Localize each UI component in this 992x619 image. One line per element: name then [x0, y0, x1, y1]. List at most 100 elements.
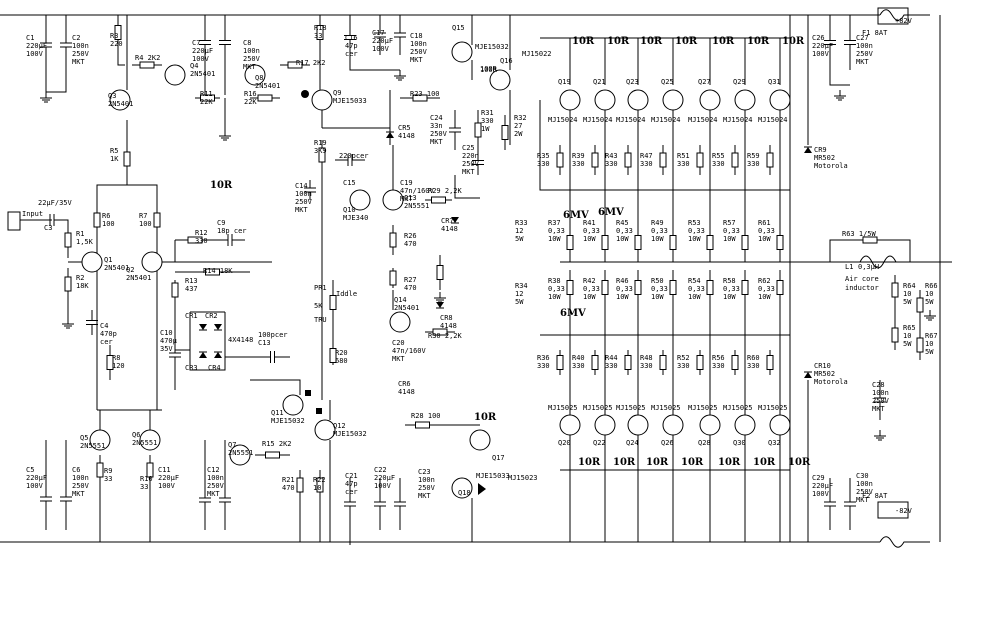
diode — [451, 217, 459, 223]
label-r31: 330 — [481, 117, 494, 125]
resistor — [591, 152, 599, 168]
transistor — [164, 64, 186, 86]
label-q8: Q8 — [255, 74, 263, 82]
diode — [804, 147, 812, 153]
label-cr3: CR3 — [185, 364, 198, 372]
resistor — [316, 25, 324, 40]
wire — [250, 379, 301, 395]
label-cr8: 4148 — [440, 322, 457, 330]
upper-part: MJ15024 — [616, 116, 646, 124]
label-c19: MKT — [400, 195, 413, 203]
resistor — [741, 280, 749, 295]
wire — [879, 536, 930, 548]
input-cap-ref: C3 — [44, 224, 52, 232]
lower-rb: R48 — [640, 354, 653, 362]
lower-part: MJ15025 — [616, 404, 646, 412]
label-q6: 2N5551 — [132, 439, 157, 447]
transistor — [109, 89, 131, 111]
lower-rew: 10W — [758, 293, 771, 301]
label-cr8: CR8 — [440, 314, 453, 322]
resistor — [766, 152, 774, 168]
wire — [46, 75, 67, 93]
label-q1: 2N5401 — [104, 264, 129, 272]
drv-r: 100R — [480, 65, 498, 73]
label-c25: MKT — [462, 168, 475, 176]
transistor — [89, 429, 111, 451]
lower-base-r: 10R — [646, 457, 669, 468]
l1-value: 0,3μH — [858, 263, 879, 271]
lower-re: R46 — [616, 277, 629, 285]
label-c18: 250V — [410, 48, 428, 56]
lower-rbv: 330 — [747, 362, 760, 370]
lower-rew: 10W — [723, 293, 736, 301]
transistor — [662, 414, 684, 436]
upper-q: Q25 — [661, 78, 674, 86]
resistor — [329, 348, 337, 363]
lower-re: R50 — [651, 277, 664, 285]
label-r18: 33 — [314, 32, 322, 40]
label-c21: cer — [345, 488, 358, 496]
label-r31: R31 — [481, 109, 494, 117]
lower-re: R62 — [758, 277, 771, 285]
label-r23: R23 100 — [410, 90, 440, 98]
transistor — [314, 419, 336, 441]
label-q17: Q17 — [492, 454, 505, 462]
label-r28: R28 100 — [411, 412, 441, 420]
label-r22: R22 — [313, 476, 326, 484]
upper-rb: R51 — [677, 152, 690, 160]
wire — [859, 255, 897, 269]
l1-note-b: inductor — [845, 284, 879, 292]
upper-rbv: 330 — [677, 160, 690, 168]
label-c11: 220μF — [158, 474, 179, 482]
label-c30: MKT — [856, 496, 869, 504]
upper-rbv: 330 — [747, 160, 760, 168]
label-r32: 2W — [514, 130, 523, 138]
transistor — [311, 89, 333, 111]
lower-q: Q30 — [733, 439, 746, 447]
upper-rev: 0,33 — [583, 227, 600, 235]
label-r13: R13 — [185, 277, 198, 285]
arrow — [478, 483, 486, 495]
label-r13: 437 — [185, 285, 198, 293]
label-q16: Q16 — [500, 57, 513, 65]
transistor — [282, 394, 304, 416]
components — [7, 7, 924, 519]
lower-rew: 10W — [583, 293, 596, 301]
resistor — [106, 355, 114, 370]
upper-base-r: 10R — [712, 36, 735, 47]
l1-note-a: Air core — [845, 275, 879, 283]
resistor — [329, 295, 337, 310]
resistor — [706, 235, 714, 250]
wire — [117, 50, 125, 66]
upper-base-r: 10R — [747, 36, 770, 47]
label-c1: 220μF — [26, 42, 47, 50]
wire — [169, 320, 181, 390]
resistor — [153, 212, 161, 228]
label-c20: 47n/160V — [392, 347, 427, 355]
wire — [255, 351, 290, 363]
upper-part: MJ15024 — [688, 116, 718, 124]
label-q9: Q9 — [333, 89, 341, 97]
label-r15: R15 2K2 — [262, 440, 292, 448]
resistor — [624, 355, 632, 370]
resistor — [474, 122, 482, 138]
label-c12: 100n — [207, 474, 224, 482]
label-pr1: PR1 — [314, 284, 327, 292]
upper-base-r: 10R — [782, 36, 805, 47]
wire — [344, 478, 356, 530]
resistor — [669, 280, 677, 295]
upper-rbv: 330 — [640, 160, 653, 168]
label-cr7: 4148 — [441, 225, 458, 233]
label-c1: C1 — [26, 34, 34, 42]
label-r65: 10 — [903, 332, 911, 340]
resistor — [436, 265, 444, 280]
resistor — [257, 94, 273, 102]
resistor — [566, 235, 574, 250]
lower-q: Q20 — [558, 439, 571, 447]
label-c14: C14 — [295, 182, 308, 190]
transistor — [769, 414, 791, 436]
pr1-name: Iddle — [336, 290, 357, 298]
lower-rb: R40 — [572, 354, 585, 362]
label-r1: R1 — [76, 230, 84, 238]
